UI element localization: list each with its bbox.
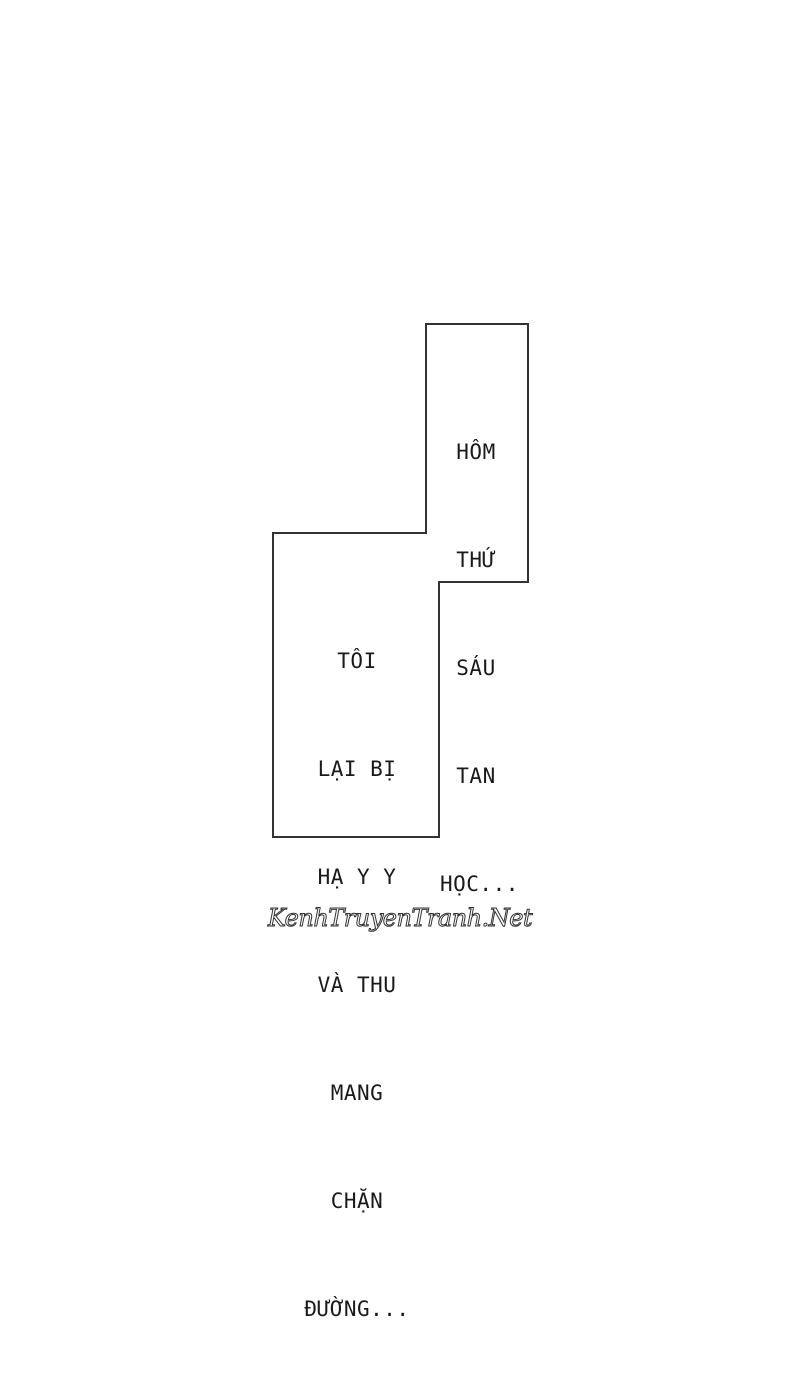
caption-line: TÔI bbox=[337, 649, 377, 673]
caption-bottom-text: TÔI LẠI BỊ HẠ Y Y VÀ THU MANG CHẶN ĐƯỜNG… bbox=[296, 571, 418, 1399]
caption-line: SÁU bbox=[456, 656, 496, 680]
caption-line: MANG bbox=[330, 1081, 384, 1105]
caption-line: HẠ Y Y bbox=[317, 865, 397, 889]
caption-line: HÔM bbox=[456, 440, 496, 464]
caption-line: CHẶN bbox=[330, 1189, 384, 1213]
caption-line: VÀ THU bbox=[317, 973, 397, 997]
caption-line: THỨ bbox=[456, 548, 496, 572]
caption-top-text: HÔM THỨ SÁU TAN HỌC... bbox=[440, 362, 519, 974]
caption-line: HỌC... bbox=[440, 872, 519, 896]
caption-line: LẠI BỊ bbox=[317, 757, 397, 781]
caption-line: TAN bbox=[456, 764, 496, 788]
comic-panel: HÔM THỨ SÁU TAN HỌC... TÔI LẠI BỊ HẠ Y Y… bbox=[267, 323, 534, 1321]
watermark: KenhTruyenTranh.Net bbox=[267, 904, 533, 933]
caption-line: ĐƯỜNG... bbox=[304, 1297, 410, 1321]
